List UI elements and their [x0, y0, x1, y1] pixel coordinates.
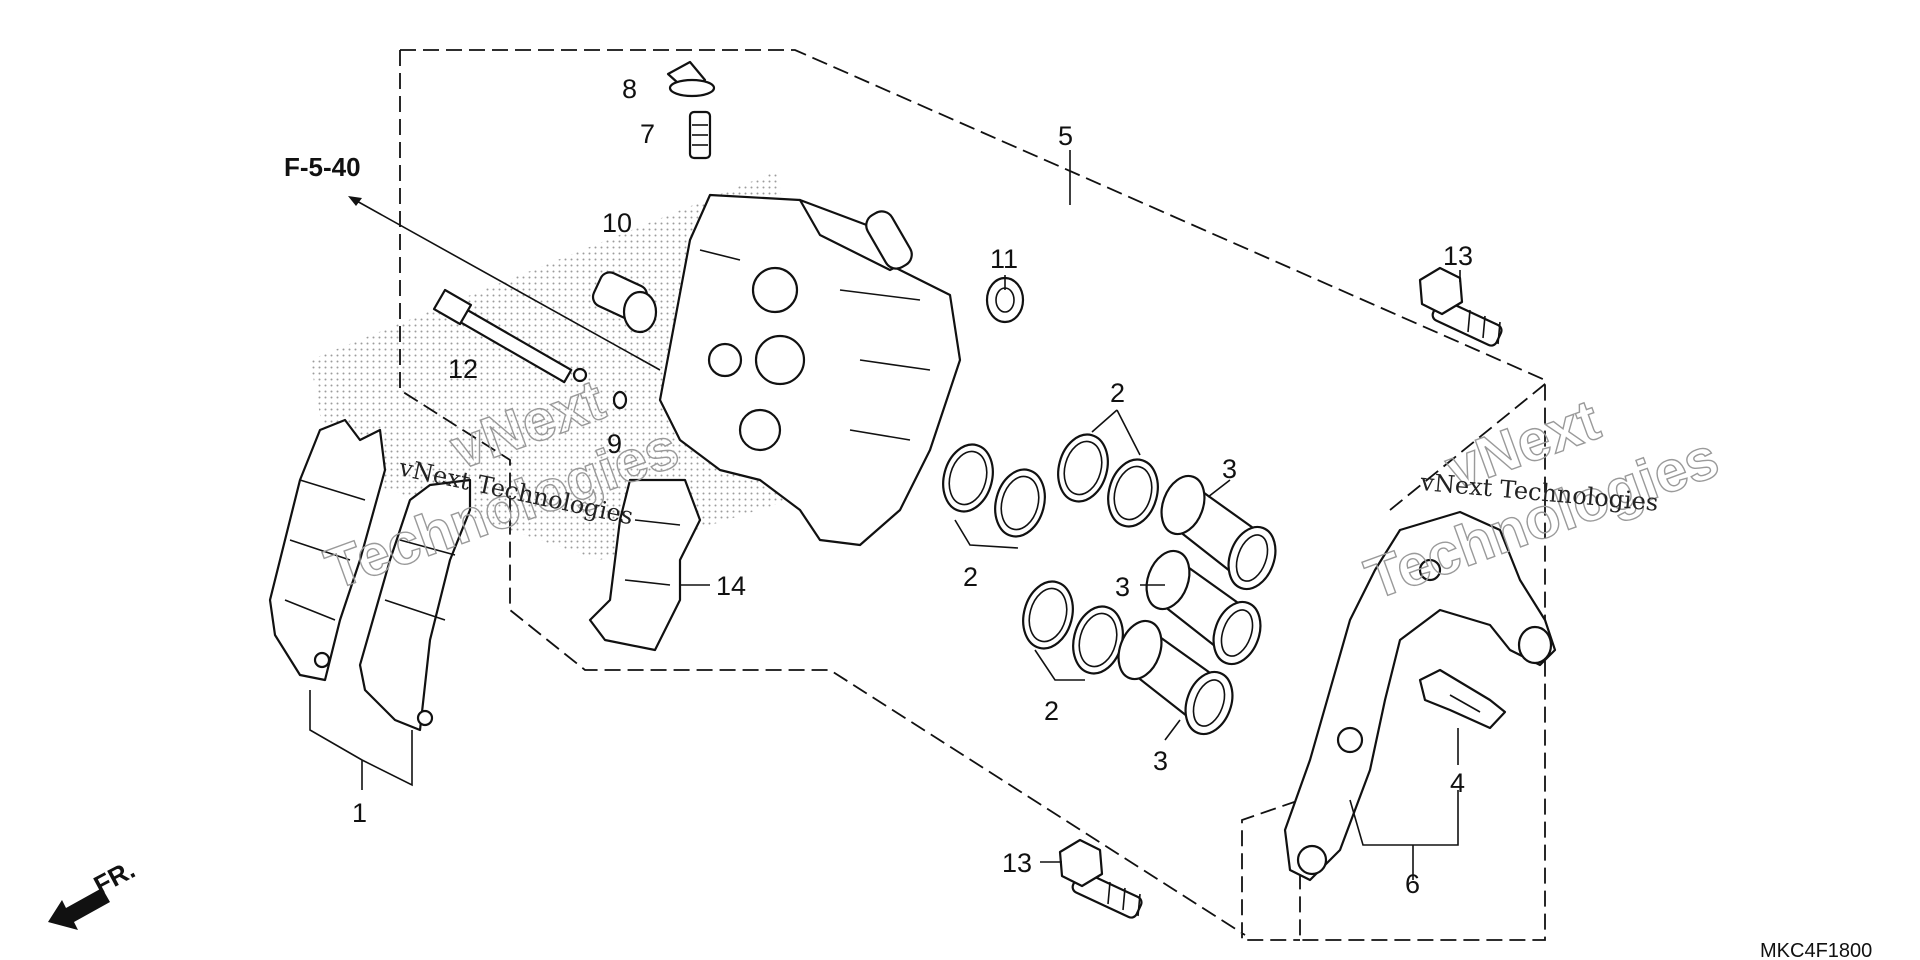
caliper-bracket-6: [1283, 510, 1557, 882]
callout-4: 4: [1450, 768, 1465, 798]
callout-13-top: 13: [1443, 241, 1473, 271]
callout-1: 1: [352, 798, 367, 828]
bleeder-cap-8: [666, 60, 716, 98]
callout-6: 6: [1405, 869, 1420, 899]
leader-6: [1349, 790, 1459, 880]
diagram-part-code: MKC4F1800: [1760, 940, 1872, 960]
callout-12: 12: [448, 354, 478, 384]
callout-2-left: 2: [963, 562, 978, 592]
callout-10: 10: [602, 208, 632, 238]
front-direction-indicator: FR.: [48, 854, 140, 930]
leader-1: [309, 690, 413, 790]
caliper-body: [658, 193, 962, 547]
sleeve-10: [591, 271, 658, 334]
callout-5: 5: [1058, 121, 1073, 151]
callout-3-top: 3: [1222, 454, 1237, 484]
callout-7: 7: [640, 119, 655, 149]
reference-arrow-line: [354, 199, 661, 371]
front-arrow-icon: [48, 888, 110, 930]
reference-arrowhead: [348, 196, 362, 206]
callout-2-upper: 2: [1110, 378, 1125, 408]
piston-seal-group-upper-left: [942, 443, 1046, 538]
piston-3-bottom: [1117, 619, 1234, 736]
mount-boundary: [1389, 379, 1551, 511]
callout-3-middle: 3: [1115, 572, 1130, 602]
leader-2-lower: [1034, 649, 1085, 681]
callout-3-bottom: 3: [1153, 746, 1168, 776]
callout-9: 9: [607, 429, 622, 459]
bleeder-screw-7: [688, 110, 712, 160]
watermark-right: vNext Technologies vNext Technologies: [1357, 386, 1728, 613]
callout-13-bottom: 13: [1002, 848, 1032, 878]
leader-2-upper: [1091, 409, 1141, 456]
leader-3: [1140, 479, 1231, 741]
bolt-13-bottom: [1058, 838, 1143, 919]
pad-spring-14: [588, 478, 702, 652]
assembly-boundary: [399, 49, 1546, 941]
reference-code: F-5-40: [284, 152, 361, 182]
callout-2-lower: 2: [1044, 696, 1059, 726]
leader-2-left: [954, 519, 1019, 549]
brake-pad-2: [358, 478, 472, 732]
seal-9: [612, 390, 628, 410]
callout-11: 11: [990, 244, 1018, 274]
bolt-13-top: [1418, 266, 1503, 347]
pad-pin-12: [432, 288, 588, 384]
piston-seal-group-lower: [1022, 580, 1124, 675]
brake-pad-1: [268, 418, 387, 682]
callout-8: 8: [622, 74, 637, 104]
piston-3-top: [1160, 474, 1277, 591]
callout-14: 14: [716, 571, 746, 601]
clip-4: [1418, 668, 1507, 730]
piston-seal-group-upper-right: [1057, 433, 1159, 528]
piston-3-middle: [1145, 549, 1262, 666]
